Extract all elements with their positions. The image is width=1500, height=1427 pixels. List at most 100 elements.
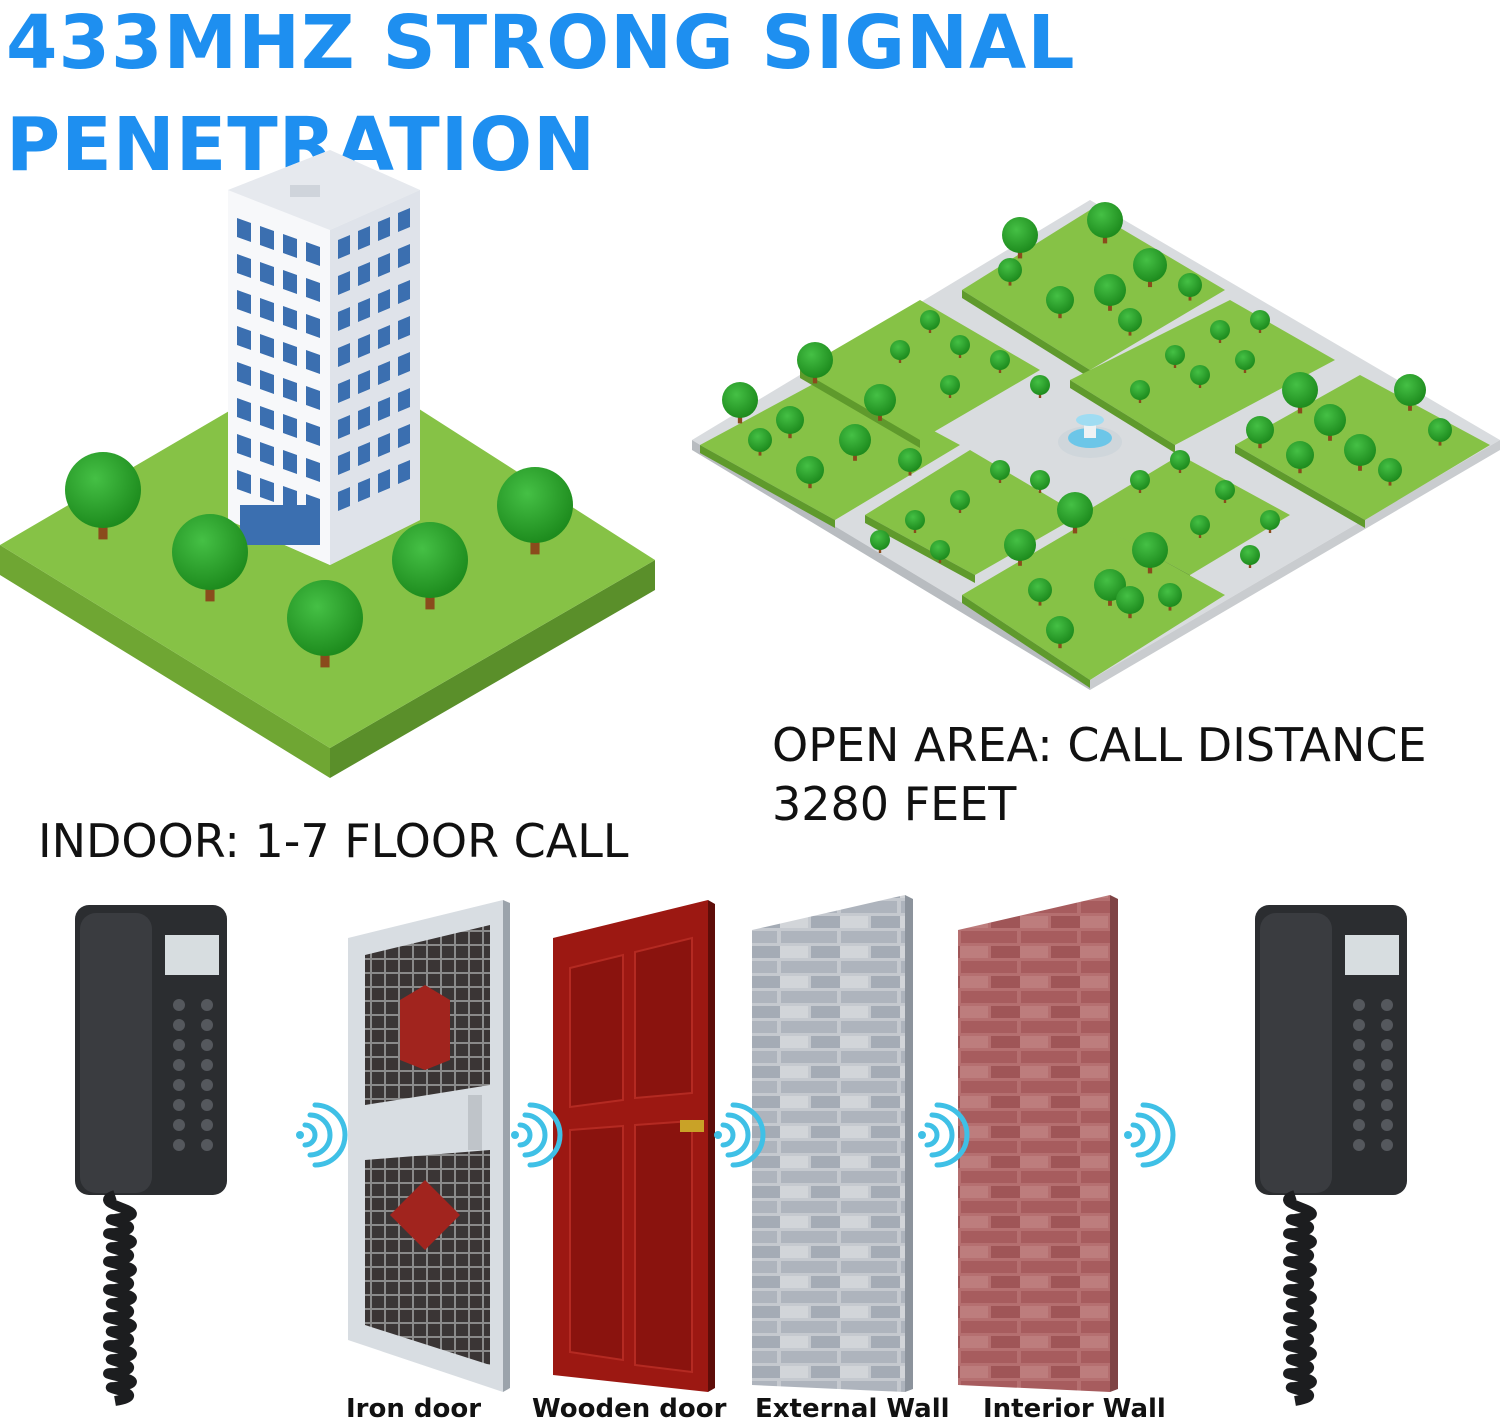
city-park-illustration (692, 200, 1500, 690)
phone-display (1345, 935, 1399, 975)
window (306, 386, 320, 410)
intercom-phone-icon (1255, 905, 1407, 1406)
phone-handset (80, 913, 152, 1193)
tree-icon (940, 375, 960, 398)
window (306, 278, 320, 302)
tree-icon (1210, 320, 1230, 343)
window (260, 442, 274, 466)
tree-icon (392, 522, 468, 610)
window (358, 406, 370, 430)
phone-key (173, 1139, 185, 1151)
phone-key (173, 1119, 185, 1131)
tree-icon (1250, 310, 1270, 333)
window (378, 433, 390, 457)
phone-key (201, 1099, 213, 1111)
window (398, 424, 410, 448)
tree-icon (1260, 510, 1280, 533)
window (260, 370, 274, 394)
tree-icon (748, 428, 772, 456)
phone-key (1381, 1099, 1393, 1111)
window (378, 217, 390, 241)
tree-icon (1087, 202, 1123, 244)
tree-icon (1215, 480, 1235, 503)
obstacle-label-external-wall: External Wall (755, 1394, 950, 1424)
tree-icon (1158, 583, 1182, 611)
signal-wave-icon (296, 1102, 348, 1168)
phone-key (1381, 1019, 1393, 1031)
tree-icon (65, 452, 141, 540)
tree-icon (1030, 375, 1050, 398)
window (378, 397, 390, 421)
tree-icon (920, 310, 940, 333)
phone-key (201, 1059, 213, 1071)
tree-icon (998, 258, 1022, 286)
tree-icon (1118, 308, 1142, 336)
window (398, 244, 410, 268)
tree-icon (864, 384, 896, 421)
tree-icon (1046, 286, 1074, 319)
phone-key (173, 1039, 185, 1051)
phone-key (1353, 1139, 1365, 1151)
tree-icon (1282, 372, 1318, 414)
tree-icon (905, 510, 925, 533)
window (306, 314, 320, 338)
phone-key (1381, 1079, 1393, 1091)
window (378, 289, 390, 313)
phone-key (1381, 1139, 1393, 1151)
tree-icon (1240, 545, 1260, 568)
window (283, 270, 297, 294)
tree-icon (1002, 217, 1038, 259)
window (237, 434, 251, 458)
iron-door-illustration (348, 900, 510, 1392)
window (338, 415, 350, 439)
phone-key (173, 1059, 185, 1071)
tree-icon (172, 514, 248, 602)
window (237, 254, 251, 278)
tree-icon (1190, 515, 1210, 538)
window (260, 406, 274, 430)
window (358, 262, 370, 286)
tree-icon (990, 460, 1010, 483)
phone-key (201, 1119, 213, 1131)
tree-icon (839, 424, 871, 461)
window (260, 334, 274, 358)
window (283, 486, 297, 510)
window (398, 208, 410, 232)
obstacle-label-interior-wall: Interior Wall (983, 1394, 1166, 1424)
window (338, 487, 350, 511)
tree-icon (898, 448, 922, 476)
tree-icon (1116, 586, 1144, 619)
window (338, 271, 350, 295)
window (306, 422, 320, 446)
tree-icon (1286, 441, 1314, 474)
signal-wave-icon (511, 1102, 563, 1168)
window (237, 290, 251, 314)
phone-key (173, 1099, 185, 1111)
open-area-line-1: OPEN AREA: CALL DISTANCE (772, 718, 1427, 772)
tree-icon (1057, 492, 1093, 534)
window (283, 306, 297, 330)
tree-icon (497, 467, 573, 555)
window (237, 398, 251, 422)
window (338, 451, 350, 475)
tree-icon (797, 342, 833, 384)
window (237, 326, 251, 350)
open-area-caption: OPEN AREA: CALL DISTANCE 3280 FEET (772, 716, 1427, 834)
window (398, 316, 410, 340)
interior-wall-illustration (958, 895, 1118, 1392)
window (306, 458, 320, 482)
phone-key (1353, 1119, 1365, 1131)
tree-icon (950, 335, 970, 358)
phone-key (201, 1139, 213, 1151)
tree-icon (1344, 434, 1376, 471)
window (306, 350, 320, 374)
tree-icon (1314, 404, 1346, 441)
tree-icon (722, 382, 758, 424)
window (358, 226, 370, 250)
window (237, 218, 251, 242)
window (358, 334, 370, 358)
signal-wave-icon (714, 1102, 766, 1168)
tree-icon (870, 530, 890, 553)
tree-icon (1028, 578, 1052, 606)
